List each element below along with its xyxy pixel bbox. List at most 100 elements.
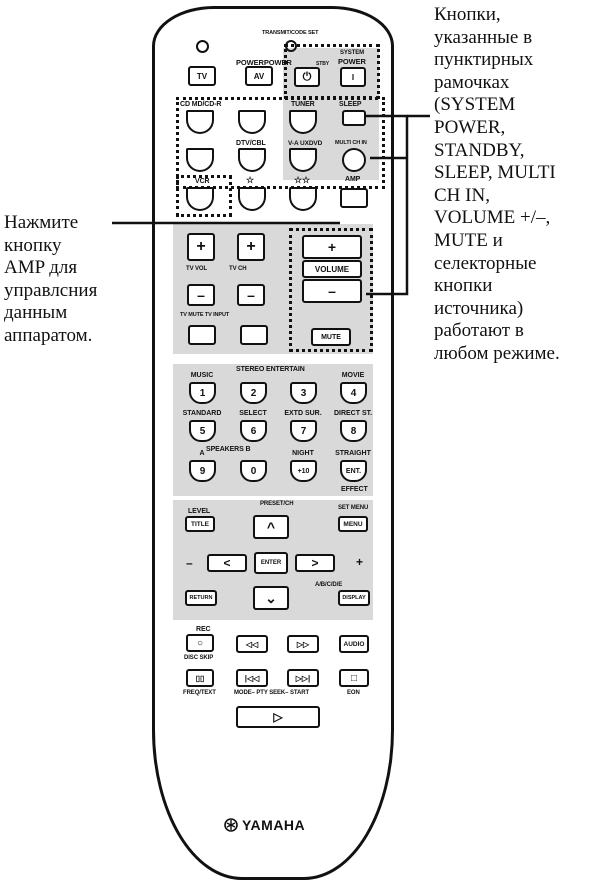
phono-button[interactable] <box>186 148 214 172</box>
tv-vol-minus-button[interactable]: – <box>187 284 215 306</box>
numpad-key-2[interactable]: 2 <box>240 382 267 404</box>
audio-button[interactable]: AUDIO <box>339 635 369 653</box>
sleep-button[interactable] <box>342 110 366 126</box>
rewind-button[interactable]: ◁◁ <box>236 635 268 653</box>
indicator-light-icon <box>196 40 209 53</box>
tv-mute-input-label: TV MUTE TV INPUT <box>180 312 230 318</box>
preset-ch-label: PRESET/CH <box>260 501 294 507</box>
tv-mute-button[interactable] <box>188 325 216 345</box>
tuner-button[interactable] <box>289 110 317 134</box>
display-button[interactable]: DISPLAY <box>338 590 370 606</box>
av-button[interactable]: AV <box>245 66 273 86</box>
freq-text-label: FREQ/TEXT <box>183 690 216 696</box>
tv-ch-label: TV CH <box>229 266 247 272</box>
numpad-top-label: SELECT <box>239 410 267 417</box>
prev-button[interactable]: |◁◁ <box>236 669 268 687</box>
disc-skip-label: DISC SKIP <box>184 655 214 661</box>
nav-down-button[interactable]: ⌄ <box>253 586 289 610</box>
multi-ch-in-button[interactable] <box>342 148 366 172</box>
star2-label: ☆☆ <box>294 175 310 185</box>
brand-label: YAMAHA <box>242 817 306 833</box>
pause-button[interactable]: ▯▯ <box>186 669 214 687</box>
numpad-key-1[interactable]: 1 <box>189 382 216 404</box>
tv-ch-minus-button[interactable]: – <box>237 284 265 306</box>
sleep-label: SLEEP <box>339 101 362 108</box>
tv-ch-plus-button[interactable]: + <box>237 233 265 261</box>
nav-up-button[interactable]: ^ <box>253 515 289 539</box>
system-power-label: POWER <box>338 57 366 66</box>
tv-input-button[interactable] <box>240 325 268 345</box>
eon-label: EON <box>347 690 360 696</box>
numpad-top-label: A <box>199 450 205 457</box>
numpad-key-ent[interactable]: ENT. <box>340 460 367 482</box>
power-stby-label: STBY <box>316 61 329 67</box>
numpad-top-label: MUSIC <box>190 372 214 379</box>
abcde-label: A/B/C/D/E <box>315 582 343 588</box>
cd-button[interactable] <box>186 110 214 134</box>
numpad-key-4[interactable]: 4 <box>340 382 367 404</box>
numpad-key-3[interactable]: 3 <box>290 382 317 404</box>
menu-button[interactable]: MENU <box>338 516 368 532</box>
dotted-frame-system <box>284 44 380 99</box>
star1-button[interactable] <box>238 187 266 211</box>
numpad-key-8[interactable]: 8 <box>340 420 367 442</box>
nav-plus-label: + <box>356 555 363 569</box>
dotted-frame-vcr <box>176 175 232 217</box>
amp-button[interactable] <box>340 188 368 208</box>
multi-ch-label: MULTI CH IN <box>335 140 367 146</box>
vcr-button[interactable] <box>186 187 214 211</box>
volume-plus-button[interactable]: + <box>302 235 362 259</box>
tuner-label: TUNER <box>291 101 315 108</box>
nav-minus-label: – <box>186 556 193 570</box>
mode-pty-label: MODE– PTY SEEK– START <box>234 690 310 696</box>
star1-label: ☆ <box>246 175 254 185</box>
system-power-button[interactable]: I <box>340 67 366 87</box>
rec-label: REC <box>196 626 211 633</box>
mute-button[interactable]: MUTE <box>311 328 351 346</box>
numpad-top-label: EXTD SUR. <box>284 410 322 417</box>
numpad-key-10[interactable]: +10 <box>290 460 317 482</box>
nav-right-button[interactable]: > <box>295 554 335 572</box>
numpad-key-6[interactable]: 6 <box>240 420 267 442</box>
numpad-top-label: MOVIE <box>341 372 365 379</box>
return-button[interactable]: RETURN <box>185 590 217 606</box>
amp-label: AMP <box>345 176 361 183</box>
numpad-top-label: STRAIGHT <box>335 450 371 457</box>
numpad-key-5[interactable]: 5 <box>189 420 216 442</box>
system-label: SYSTEM <box>340 50 365 56</box>
dtv-cbl-button[interactable] <box>238 148 266 172</box>
dotted-frame-volume <box>289 228 373 352</box>
transmit-label: TRANSMIT/CODE SET <box>262 30 319 36</box>
play-button[interactable]: ▷ <box>236 706 320 728</box>
next-button[interactable]: ▷▷| <box>287 669 319 687</box>
rec-button[interactable]: ○ <box>186 634 214 652</box>
standby-button[interactable]: ⏻ <box>294 67 320 87</box>
stereo-entertain-label: STEREO ENTERTAIN <box>236 366 305 373</box>
numpad-top-label: STANDARD <box>182 410 222 417</box>
power-label: POWERPOWER <box>236 58 292 67</box>
level-label: LEVEL <box>188 508 211 515</box>
star2-button[interactable] <box>289 187 317 211</box>
yamaha-logo: YAMAHA <box>224 817 305 833</box>
fast-forward-button[interactable]: ▷▷ <box>287 635 319 653</box>
enter-button[interactable]: ENTER <box>254 552 288 574</box>
numpad-key-9[interactable]: 9 <box>189 460 216 482</box>
md-cd-r-button[interactable] <box>238 110 266 134</box>
stop-button[interactable]: □ <box>339 669 369 687</box>
title-button[interactable]: TITLE <box>185 516 215 532</box>
annotation-left: Нажмите кнопку AMP для управлсния данным… <box>4 212 98 346</box>
cd-md-label: CD MD/CD-R <box>180 101 222 108</box>
tv-vol-plus-button[interactable]: + <box>187 233 215 261</box>
v-aux-dvd-button[interactable] <box>289 148 317 172</box>
numpad-key-7[interactable]: 7 <box>290 420 317 442</box>
vcr-label: VCR <box>195 178 210 185</box>
tv-button[interactable]: TV <box>188 66 216 86</box>
dotted-frame-source <box>176 97 385 189</box>
annotation-right: Кнопки, указанные в пунктирных рамочках … <box>434 4 560 364</box>
yamaha-tuning-fork-icon <box>224 818 238 832</box>
tv-vol-label: TV VOL <box>186 266 208 272</box>
nav-left-button[interactable]: < <box>207 554 247 572</box>
numpad-key-0[interactable]: 0 <box>240 460 267 482</box>
volume-minus-button[interactable]: – <box>302 279 362 303</box>
